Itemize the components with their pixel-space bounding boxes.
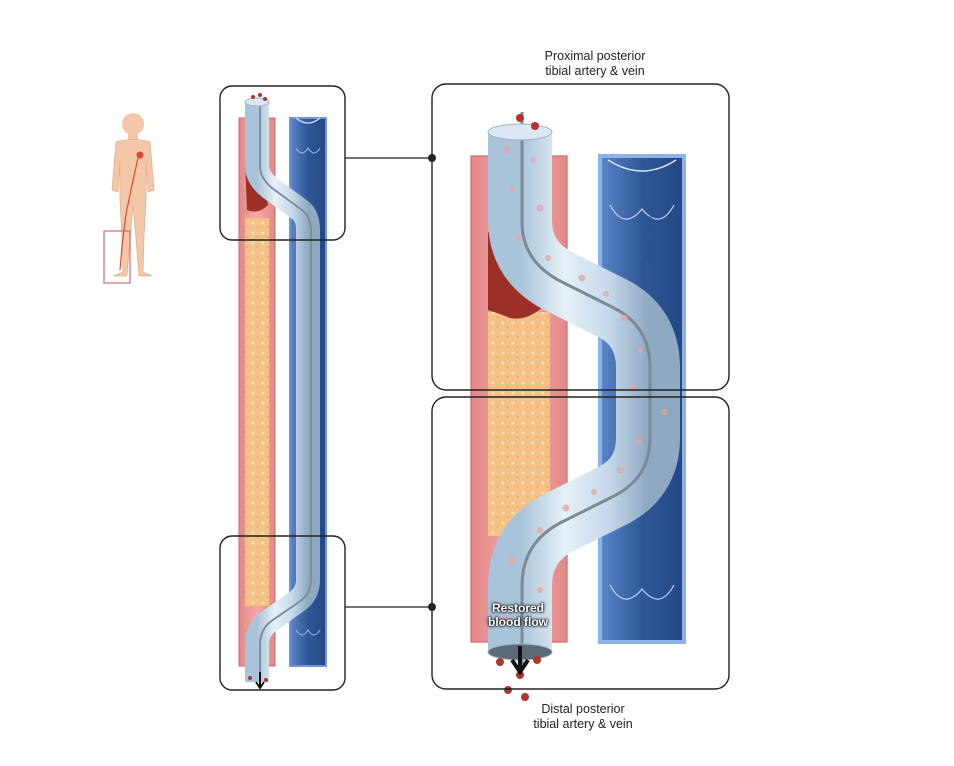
- vein-valve-bottom: [609, 584, 675, 600]
- overview-graft: [245, 102, 320, 682]
- overview-inset-top: [219, 85, 346, 241]
- human-figure: [103, 113, 155, 284]
- distal-inset-frame: [431, 396, 730, 690]
- overview-inset-bottom: [219, 535, 346, 691]
- leg-highlight-box: [103, 230, 131, 284]
- vein-valve-top: [609, 204, 675, 220]
- restored-flow-label: Restored blood flow: [488, 601, 548, 629]
- connector-lines: [345, 154, 436, 611]
- distal-caption: Distal posterior tibial artery & vein: [533, 702, 633, 731]
- proximal-inset-frame: [431, 83, 730, 391]
- proximal-caption: Proximal posterior tibial artery & vein: [544, 49, 646, 78]
- enlarged-view: [470, 112, 686, 701]
- artist-signature: Bodhi Artists: [645, 202, 655, 262]
- overview-vessels: [238, 93, 327, 690]
- enlarged-guidewire: [520, 112, 652, 664]
- flow-arrow: [510, 646, 530, 676]
- overview-plaque: [245, 218, 269, 606]
